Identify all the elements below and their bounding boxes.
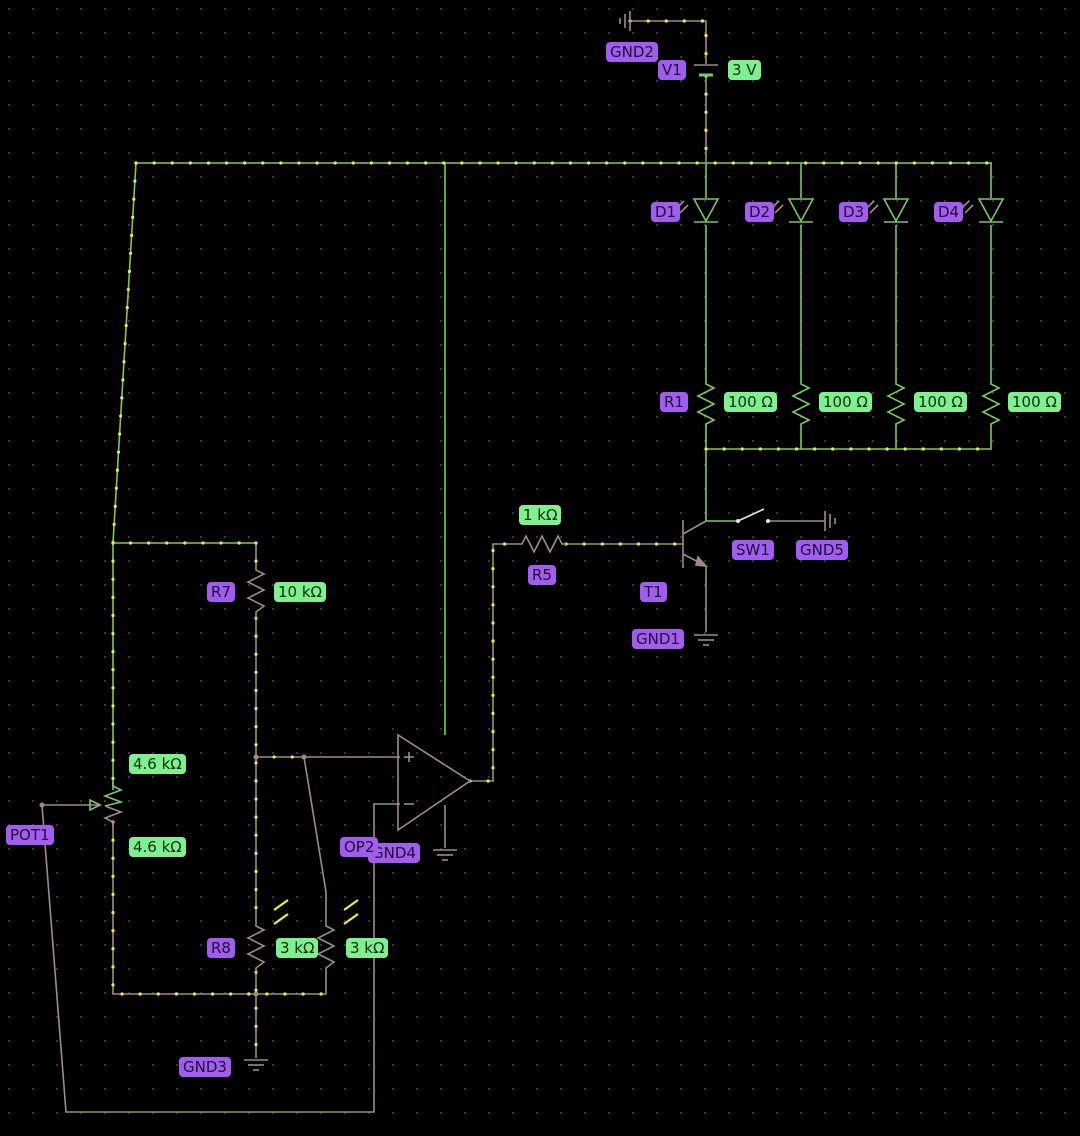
resistor-icon[interactable]: [791, 380, 811, 426]
d1-label: D1: [651, 202, 681, 222]
idle-wires: [41, 20, 825, 1113]
ground-icon[interactable]: [694, 634, 718, 646]
battery-icon[interactable]: [694, 64, 718, 77]
gnd1-label: GND1: [632, 629, 684, 649]
current-flow: [111, 19, 994, 1060]
npn-transistor-icon[interactable]: [682, 520, 708, 568]
v1-value: 3 V: [728, 60, 761, 80]
r2-value: 100 Ω: [819, 392, 872, 412]
gnd2-wire[interactable]: [630, 20, 707, 64]
pot1-value-top: 4.6 kΩ: [129, 754, 186, 774]
led-icon[interactable]: [675, 198, 720, 223]
resistor-icon[interactable]: [518, 534, 566, 554]
led-icon[interactable]: [865, 198, 910, 223]
opamp-out-wire[interactable]: [470, 543, 518, 782]
op2-label: OP2: [340, 837, 379, 857]
r7-value: 10 kΩ: [274, 582, 327, 602]
bottom-loop-wire[interactable]: [112, 822, 327, 995]
d2-label: D2: [745, 202, 775, 222]
ground-icon[interactable]: [619, 11, 631, 31]
r5-label: R5: [528, 565, 556, 585]
ground-icon[interactable]: [244, 1059, 268, 1071]
resistor-icon[interactable]: [696, 380, 716, 426]
r9-top-wire[interactable]: [303, 756, 327, 922]
junctions: [39, 754, 307, 997]
gnd3-label: GND3: [179, 1057, 231, 1077]
d3-label: D3: [839, 202, 869, 222]
gnd4-label: GND4: [368, 843, 420, 863]
ground-icon[interactable]: [433, 849, 457, 861]
ground-icon[interactable]: [824, 511, 836, 531]
sw1-label: SW1: [732, 540, 774, 560]
v1-label: V1: [658, 60, 686, 80]
resistor-bottom-bus[interactable]: [705, 425, 992, 450]
pot1-value-bottom: 4.6 kΩ: [129, 837, 186, 857]
resistor-icon[interactable]: [981, 380, 1001, 426]
r1-value: 100 Ω: [724, 392, 777, 412]
r3-value: 100 Ω: [914, 392, 967, 412]
potentiometer-icon[interactable]: [89, 782, 124, 826]
gnd5-label: GND5: [796, 540, 848, 560]
gnd2-label: GND2: [606, 42, 658, 62]
r5-value: 1 kΩ: [519, 505, 562, 525]
r4-value: 100 Ω: [1008, 392, 1061, 412]
led-icon[interactable]: [960, 198, 1005, 223]
r8-label: R8: [207, 938, 235, 958]
led-icon[interactable]: [770, 198, 815, 223]
live-wires: [112, 76, 992, 790]
r8-value: 3 kΩ: [276, 938, 319, 958]
resistor-icon[interactable]: [246, 566, 266, 618]
opamp-minus-wire[interactable]: [41, 803, 400, 1113]
resistor-icon[interactable]: [886, 380, 906, 426]
r1-label: R1: [660, 392, 688, 412]
r9-value: 3 kΩ: [346, 938, 389, 958]
t1-label: T1: [640, 582, 667, 602]
photoresistor-icon[interactable]: [316, 899, 359, 972]
r7-label: R7: [207, 582, 235, 602]
photoresistor-icon[interactable]: [246, 899, 289, 972]
op-amp-icon[interactable]: [397, 733, 472, 832]
d4-label: D4: [934, 202, 964, 222]
switch-icon[interactable]: [736, 508, 770, 523]
pot1-label: POT1: [6, 825, 54, 845]
left-rail-wire[interactable]: [112, 162, 256, 544]
